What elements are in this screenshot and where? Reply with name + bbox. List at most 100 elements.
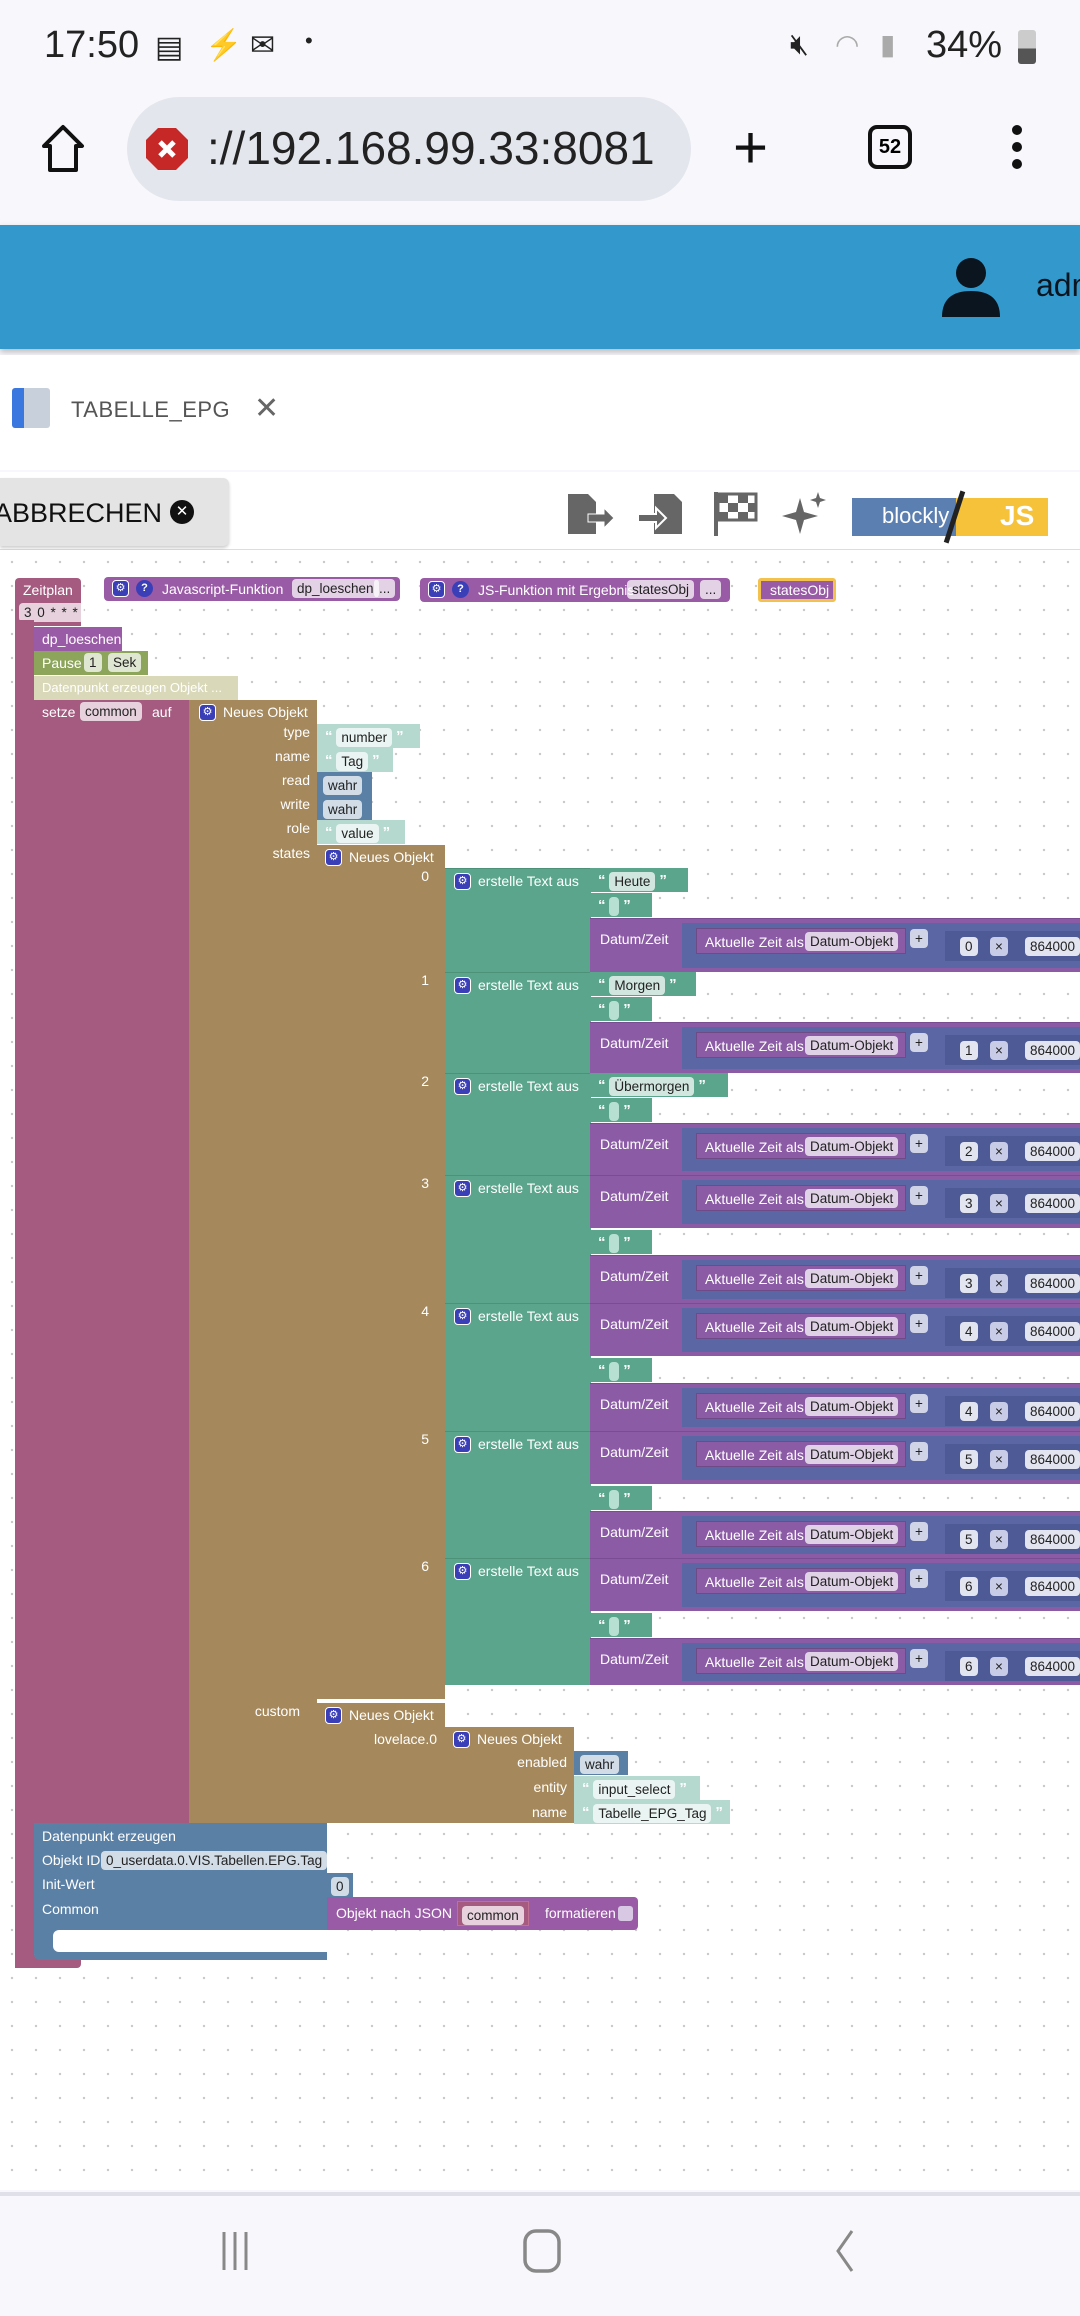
text-field[interactable]: Morgen — [609, 975, 666, 995]
bool-dropdown[interactable]: wahr — [323, 775, 363, 795]
multiply-block[interactable]: 5×864000 — [945, 1524, 1080, 1554]
text-field[interactable]: input_select — [593, 1779, 676, 1799]
format-dropdown[interactable]: Datum-Objekt — [805, 1137, 899, 1156]
format-dropdown[interactable]: Datum-Objekt — [805, 1445, 899, 1464]
operator-dropdown[interactable]: × — [990, 1530, 1008, 1549]
help-icon[interactable]: ? — [452, 581, 469, 598]
operator-dropdown[interactable]: + — [910, 1522, 928, 1541]
format-dropdown[interactable]: Datum-Objekt — [805, 932, 899, 951]
gear-icon[interactable]: ⚙ — [454, 873, 471, 890]
new-object-block[interactable]: ⚙ Neues Objekt — [189, 700, 317, 1823]
multiply-block[interactable]: 6×864000 — [945, 1651, 1080, 1681]
operator-dropdown[interactable]: + — [910, 929, 928, 948]
text-join-block[interactable]: ⚙erstelle Text aus — [445, 1175, 591, 1303]
gear-icon[interactable]: ⚙ — [199, 704, 216, 721]
format-dropdown[interactable]: Datum-Objekt — [805, 1189, 899, 1208]
text-block[interactable]: “ number ” — [317, 724, 420, 748]
operator-dropdown[interactable]: + — [910, 1134, 928, 1153]
text-block[interactable]: “ ” — [590, 1358, 652, 1382]
number-field[interactable]: 6 — [960, 1657, 978, 1676]
function-params-button[interactable]: ... — [700, 580, 722, 599]
operator-dropdown[interactable]: × — [990, 1142, 1008, 1161]
lovelace-object-block[interactable]: ⚙ Neues Objekt enabled entity name — [445, 1727, 574, 1823]
cron-field[interactable]: 3 0 * * * — [19, 603, 84, 622]
text-join-block[interactable]: ⚙erstelle Text aus — [445, 1073, 591, 1175]
entity-text-block[interactable]: “ input_select ” — [574, 1776, 700, 1800]
variable-dropdown[interactable]: common — [462, 1905, 524, 1925]
pause-unit-dropdown[interactable]: Sek — [108, 653, 142, 672]
text-field[interactable]: Heute — [609, 871, 656, 891]
operator-dropdown[interactable]: + — [910, 1394, 928, 1413]
text-field[interactable] — [609, 1000, 620, 1020]
text-field[interactable]: number — [336, 727, 393, 747]
home-icon[interactable] — [40, 124, 86, 174]
common-variable-block[interactable]: common — [457, 1901, 529, 1926]
number-field[interactable]: 3 — [960, 1274, 978, 1293]
operator-dropdown[interactable]: + — [910, 1569, 928, 1588]
text-field[interactable] — [609, 1616, 620, 1636]
number-field[interactable]: 864000 — [1025, 1194, 1080, 1213]
text-join-block[interactable]: ⚙erstelle Text aus — [445, 1431, 591, 1558]
multiply-block[interactable]: 3×864000 — [945, 1188, 1080, 1218]
bool-block[interactable]: wahr — [317, 796, 372, 820]
close-tab-icon[interactable]: ✕ — [254, 392, 280, 425]
operator-dropdown[interactable]: × — [990, 1041, 1008, 1060]
number-field[interactable]: 5 — [960, 1450, 978, 1469]
number-field[interactable]: 864000 — [1025, 1041, 1080, 1060]
multiply-block[interactable]: 6×864000 — [945, 1571, 1080, 1601]
text-block[interactable]: “ Heute ” — [590, 868, 688, 892]
pause-block[interactable]: Pause 1 Sek — [34, 651, 148, 675]
number-field[interactable]: 1 — [960, 1041, 978, 1060]
states-obj-call-block[interactable]: statesObj — [758, 578, 836, 602]
operator-dropdown[interactable]: × — [990, 1402, 1008, 1421]
blockly-workspace[interactable]: Zeitplan 3 0 * * * ⚙ ? Javascript-Funkti… — [0, 550, 1080, 2190]
text-block[interactable]: “ ” — [590, 997, 652, 1021]
text-field[interactable] — [609, 896, 620, 916]
number-field[interactable]: 864000 — [1025, 1402, 1080, 1421]
variable-dropdown[interactable]: common — [80, 702, 142, 721]
export-icon[interactable] — [566, 492, 616, 536]
multiply-block[interactable]: 4×864000 — [945, 1316, 1080, 1346]
operator-dropdown[interactable]: + — [910, 1186, 928, 1205]
operator-dropdown[interactable]: × — [990, 1577, 1008, 1596]
number-field[interactable]: 4 — [960, 1402, 978, 1421]
text-block[interactable]: “ ” — [590, 1486, 652, 1510]
tab-title[interactable]: TABELLE_EPG — [71, 397, 231, 422]
number-field[interactable]: 0 — [960, 937, 978, 956]
operator-dropdown[interactable]: + — [910, 1314, 928, 1333]
text-join-block[interactable]: ⚙erstelle Text aus — [445, 868, 591, 972]
format-dropdown[interactable]: Datum-Objekt — [805, 1652, 899, 1671]
url-bar[interactable]: ://192.168.99.33:8081 — [127, 97, 691, 201]
user-icon[interactable] — [940, 257, 1002, 317]
text-field[interactable]: value — [336, 823, 379, 843]
multiply-block[interactable]: 4 × 864000 — [945, 1396, 1080, 1426]
gear-icon[interactable]: ⚙ — [428, 581, 445, 598]
operator-dropdown[interactable]: × — [990, 1322, 1008, 1341]
operator-dropdown[interactable]: + — [910, 1033, 928, 1052]
menu-dots-icon[interactable] — [1005, 122, 1029, 172]
text-field[interactable] — [609, 1361, 620, 1381]
text-join-block[interactable]: ⚙erstelle Text aus — [445, 972, 591, 1073]
number-field[interactable]: 864000 — [1025, 1274, 1080, 1293]
operator-dropdown[interactable]: × — [990, 937, 1008, 956]
text-block[interactable]: “ ” — [590, 1230, 652, 1254]
number-field[interactable]: 864000 — [1025, 1530, 1080, 1549]
recent-apps-icon[interactable] — [220, 2228, 250, 2274]
import-icon[interactable] — [636, 492, 686, 536]
number-field[interactable]: 864000 — [1025, 1657, 1080, 1676]
